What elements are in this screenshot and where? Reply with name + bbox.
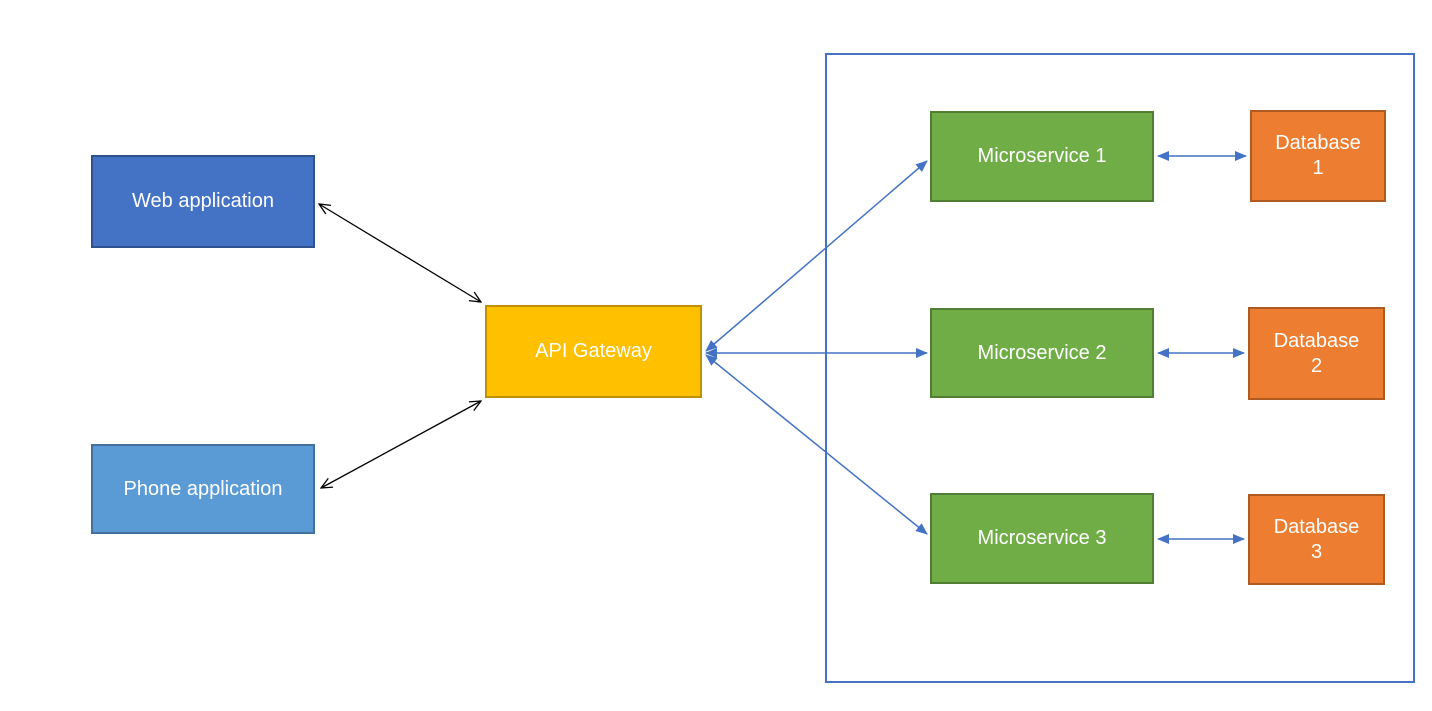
node-microservice-1-label: Microservice 1 (977, 145, 1107, 167)
node-api-gateway: API Gateway (485, 305, 702, 398)
node-database-2-label: Database 2 (1273, 329, 1360, 377)
node-database-3-label: Database 3 (1273, 515, 1360, 563)
node-microservice-2: Microservice 2 (930, 308, 1154, 398)
node-microservice-1: Microservice 1 (930, 111, 1154, 202)
node-phone-application: Phone application (91, 444, 315, 534)
node-database-3: Database 3 (1248, 494, 1385, 585)
connector-web-app-api-gateway (319, 204, 481, 302)
node-api-gateway-label: API Gateway (535, 340, 652, 362)
node-microservice-3: Microservice 3 (930, 493, 1154, 584)
node-web-application: Web application (91, 155, 315, 248)
node-microservice-3-label: Microservice 3 (977, 527, 1107, 549)
node-database-1-label: Database 1 (1275, 132, 1361, 179)
node-microservice-2-label: Microservice 2 (977, 341, 1107, 364)
node-web-application-label: Web application (132, 190, 274, 212)
node-database-1: Database 1 (1250, 110, 1386, 202)
node-database-2: Database 2 (1248, 307, 1385, 400)
node-phone-application-label: Phone application (123, 477, 283, 500)
connector-phone-app-api-gateway (321, 401, 481, 488)
